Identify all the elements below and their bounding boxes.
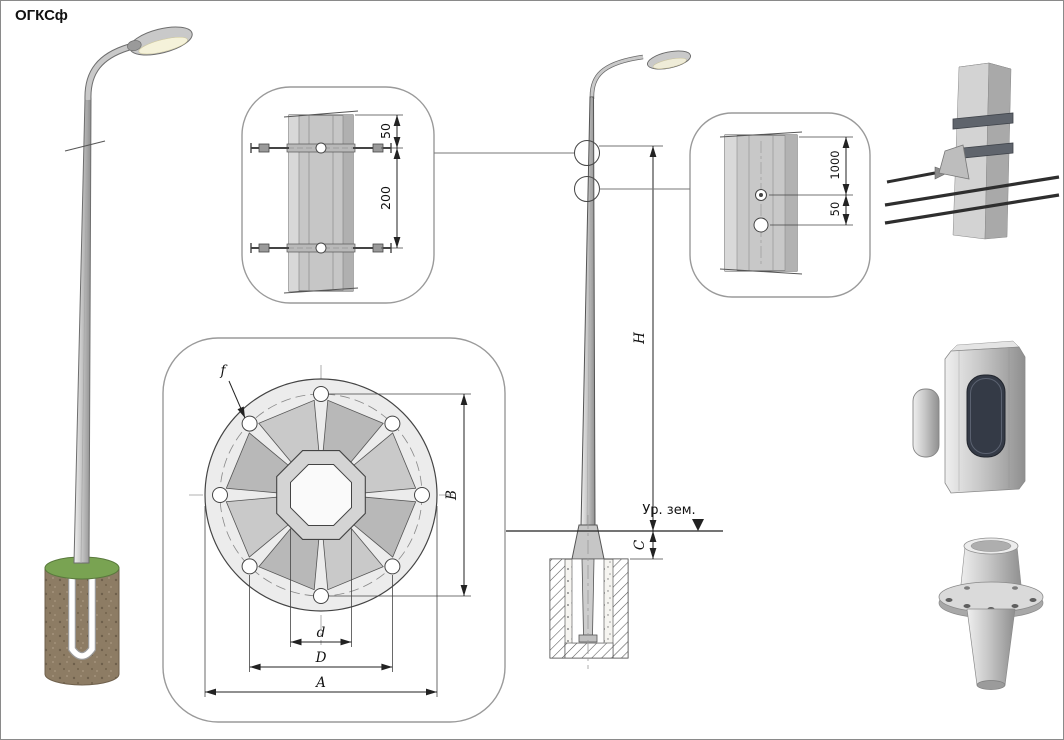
dim-label-50-holes: 50 [828,202,842,217]
dim-label-D: D [315,650,327,666]
clamp-detail-view: 50 200 [241,86,574,304]
detail-callout-circle-upper [574,140,600,166]
dim-label-d: d [317,625,326,641]
lamp-head-elevation [646,50,692,70]
lamp-head-3d [127,26,193,56]
hole-detail-view: 1000 50 [599,112,871,298]
left-pole-illustration [44,26,193,686]
dim-label-H: H [632,332,648,345]
dim-label-200: 200 [378,186,393,210]
ground-level: Ур. зем. [506,503,723,532]
pole-octagon-hole [290,464,352,526]
dim-label-50-top: 50 [378,123,393,139]
clamp-detail-dimensions: 50 200 [355,114,403,249]
break-mark [719,268,803,275]
dim-label-1000: 1000 [828,150,842,179]
dim-D: D [249,575,393,672]
bolt-hole [315,142,327,154]
bolt-hole [315,242,327,254]
base-flange-illustration [938,537,1044,690]
flange-ring-holes [945,586,1037,611]
ground-level-marker [692,519,704,531]
flange-bolt-holes [212,386,430,604]
door-opening [966,374,1006,458]
dim-label-f: f [220,363,228,379]
hole-diameter-callout: f [220,363,246,419]
dim-label-C: C [632,539,648,550]
dim-H: H [599,145,663,531]
detail-callout-circle-lower [574,176,600,202]
suspension-clamp [938,144,970,180]
dim-C: C [630,531,663,560]
pole-arm-3d [84,42,134,101]
pole-shaft-3d [64,97,106,564]
ground-level-label: Ур. зем. [642,503,695,518]
cable-stub [886,171,936,184]
cable-line [884,193,1060,225]
bolt-row-upper [250,142,392,154]
pole-foundation-3d [44,556,120,686]
break-mark [64,140,106,152]
dim-label-B: B [444,490,460,501]
elevation-view: Ур. зем. H C [506,50,723,669]
dim-A: A [204,506,438,697]
dim-label-A: A [314,675,326,691]
break-mark [283,110,359,118]
door-cover [912,388,940,458]
break-mark [283,287,359,294]
dim-d: d [290,529,352,647]
bolt-row-lower [250,242,392,254]
foundation-section [549,515,629,669]
access-door-illustration [912,340,1026,494]
hole-detail-dimensions: 1000 50 [769,136,853,226]
break-mark [719,131,803,138]
cable-hole [753,217,769,233]
diagram-title: ОГКСф [15,7,68,24]
flange-detail-view: f B d D [162,337,506,723]
flange-gussets [225,399,417,591]
cable-line [884,175,1060,207]
dim-B: B [328,393,471,597]
cable-clamp-illustration [884,62,1060,240]
pole-band [952,112,1014,130]
